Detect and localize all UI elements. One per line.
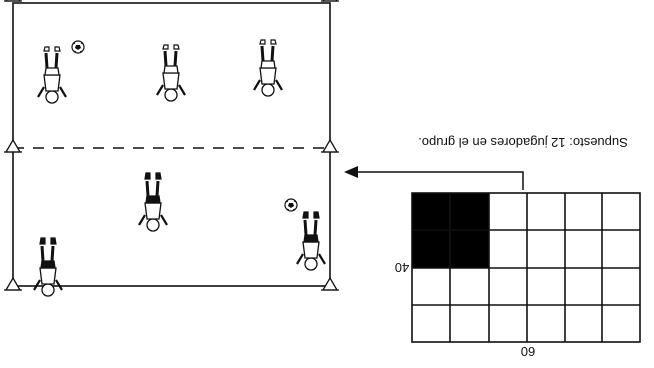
grid-diagram: 60 40	[395, 193, 640, 359]
player-icon	[34, 238, 62, 296]
cone-icon	[4, 278, 22, 290]
arrow	[344, 166, 523, 190]
playing-field	[4, 0, 339, 296]
cone-icon	[321, 0, 339, 1]
soccer-ball-icon	[72, 41, 84, 53]
player-icon	[297, 212, 325, 270]
soccer-ball-icon	[285, 199, 297, 211]
caption-text: Supuesto: 12 jugadores en el grupo.	[418, 135, 628, 150]
cone-icon	[4, 0, 22, 1]
caption-group: Supuesto: 12 jugadores en el grupo.	[418, 135, 628, 150]
player-icon	[139, 173, 167, 231]
field-boundary	[13, 3, 330, 286]
cone-icon	[321, 140, 339, 152]
grid-width-label: 60	[521, 344, 535, 359]
player-icon	[38, 47, 66, 103]
cone-icon	[4, 140, 22, 152]
grid-height-label: 40	[395, 260, 409, 275]
player-icon	[157, 45, 185, 101]
cone-icon	[321, 278, 339, 290]
player-icon	[254, 40, 282, 96]
